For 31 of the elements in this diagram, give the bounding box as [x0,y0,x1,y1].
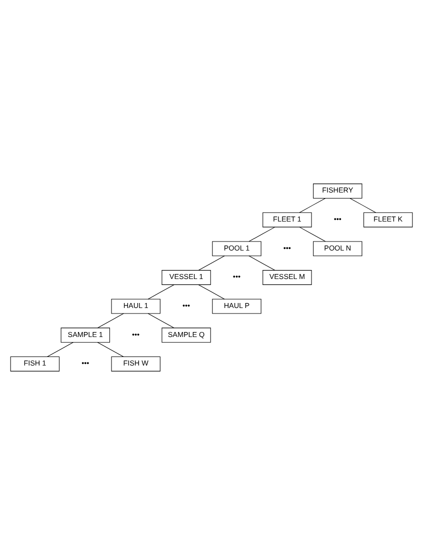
node-box: FISHERY [313,183,362,198]
label: ••• [232,272,241,281]
node-box: FISH W [111,356,160,371]
connector [248,255,276,270]
node-box: SAMPLE Q [162,327,211,342]
node-box: HAUL 1 [111,298,160,314]
connector [97,342,124,356]
node-box: VESSEL 1 [162,270,211,284]
connector [198,255,225,270]
label: ••• [182,300,190,310]
connector [148,312,174,328]
node-box: HAUL P [212,298,262,314]
label: ••• [132,329,140,338]
node-box: POOL N [313,240,362,256]
connector [299,197,326,212]
label: ••• [334,214,342,224]
node-box: POOL 1 [212,240,262,256]
node-box: FLEET K [364,212,413,227]
connector [198,284,225,299]
node-box: VESSEL M [262,270,312,284]
label: ••• [82,358,90,368]
node-box: FISH 1 [10,356,60,371]
connector [248,226,276,242]
connector [97,312,124,328]
node-box: FLEET 1 [262,212,312,227]
connector [350,197,376,212]
connector [148,284,174,299]
connector [46,342,74,356]
label: ••• [283,242,291,252]
node-box: SAMPLE 1 [60,327,110,342]
connector [299,226,326,242]
